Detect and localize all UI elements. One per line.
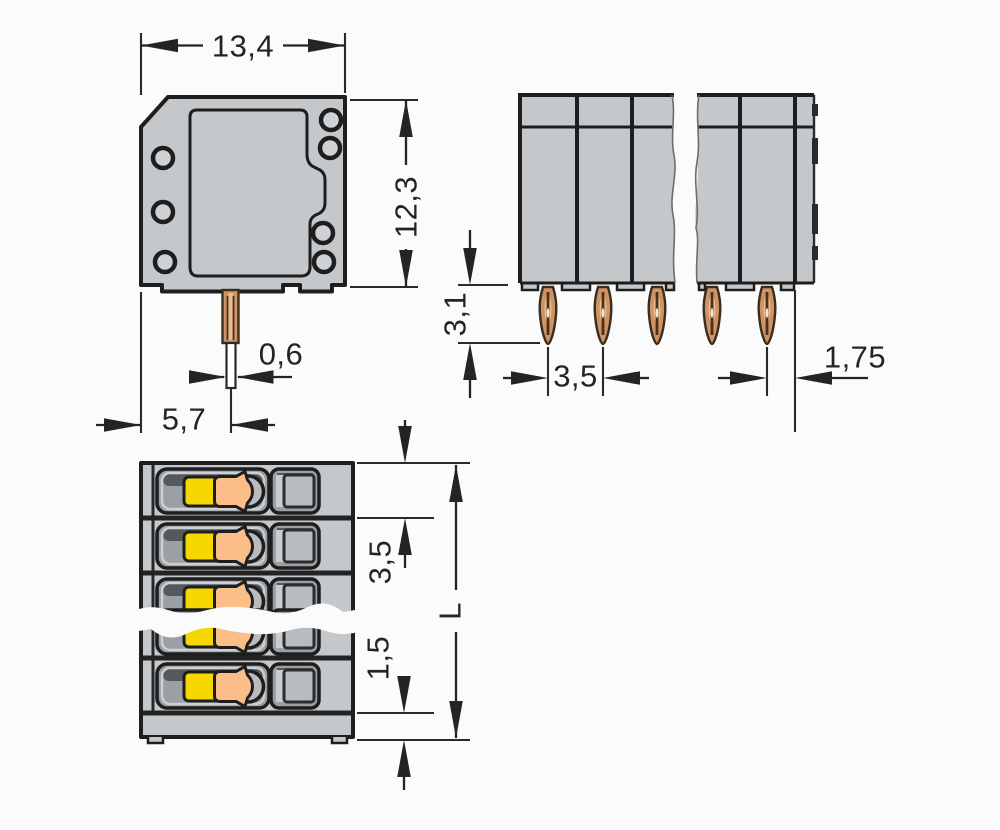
side-view-panel bbox=[188, 108, 327, 278]
side-view bbox=[139, 95, 347, 390]
solder-pin bbox=[702, 285, 722, 346]
dim-pin-length: 3,1 bbox=[438, 230, 540, 398]
dim-label-pin-pitch: 3,5 bbox=[553, 359, 598, 394]
dim-label-housing-width: 13,4 bbox=[212, 29, 274, 64]
foot bbox=[330, 737, 349, 745]
pole-row bbox=[151, 516, 321, 575]
break-line bbox=[694, 94, 700, 284]
hole bbox=[152, 249, 178, 275]
side-view-holes bbox=[150, 107, 344, 275]
foot bbox=[146, 737, 165, 745]
solder-pin bbox=[647, 285, 667, 346]
dim-pin-width: 0,6 bbox=[189, 337, 303, 384]
solder-pin bbox=[757, 285, 777, 346]
dim-end-wall: 1,5 bbox=[357, 636, 470, 790]
dim-pin-offset: 5,7 bbox=[96, 292, 275, 437]
side-view-housing bbox=[139, 95, 347, 294]
dim-label-end-wall: 1,5 bbox=[361, 636, 396, 681]
hole bbox=[150, 145, 176, 171]
dim-label-pin-length: 3,1 bbox=[438, 292, 473, 337]
dim-housing-height: 12,3 bbox=[350, 98, 424, 289]
side-view-solder-pin bbox=[221, 288, 240, 390]
dim-label-total-length: L bbox=[433, 602, 468, 620]
hole bbox=[150, 199, 176, 225]
end-plate-latches bbox=[812, 104, 818, 260]
dim-label-end-offset: 1,75 bbox=[824, 340, 886, 375]
front-segment-right bbox=[695, 95, 814, 283]
front-segment-left bbox=[520, 95, 676, 283]
dim-label-pin-offset: 5,7 bbox=[162, 402, 207, 437]
hole bbox=[310, 220, 336, 246]
dim-pin-pitch: 3,5 bbox=[503, 347, 649, 396]
hole bbox=[317, 135, 343, 161]
pole-row bbox=[151, 461, 321, 520]
dim-housing-width: 13,4 bbox=[139, 29, 347, 95]
hole bbox=[318, 107, 344, 133]
hole bbox=[311, 249, 337, 275]
dim-label-housing-height: 12,3 bbox=[389, 176, 424, 238]
solder-pin bbox=[593, 285, 613, 346]
solder-pin bbox=[538, 285, 558, 346]
dim-label-pin-width: 0,6 bbox=[259, 337, 304, 372]
pole-boundaries bbox=[141, 515, 353, 716]
dim-label-pole-pitch: 3,5 bbox=[363, 540, 398, 585]
dim-total-length: L bbox=[433, 465, 468, 738]
front-view bbox=[518, 93, 818, 346]
dim-end-offset: 1,75 bbox=[718, 290, 886, 432]
dim-pole-pitch: 3,5 bbox=[357, 420, 470, 584]
break-band bbox=[133, 603, 361, 638]
front-view-solder-pins bbox=[538, 285, 777, 346]
pole-row bbox=[151, 656, 321, 715]
break-line bbox=[671, 94, 676, 284]
top-view bbox=[133, 461, 361, 745]
